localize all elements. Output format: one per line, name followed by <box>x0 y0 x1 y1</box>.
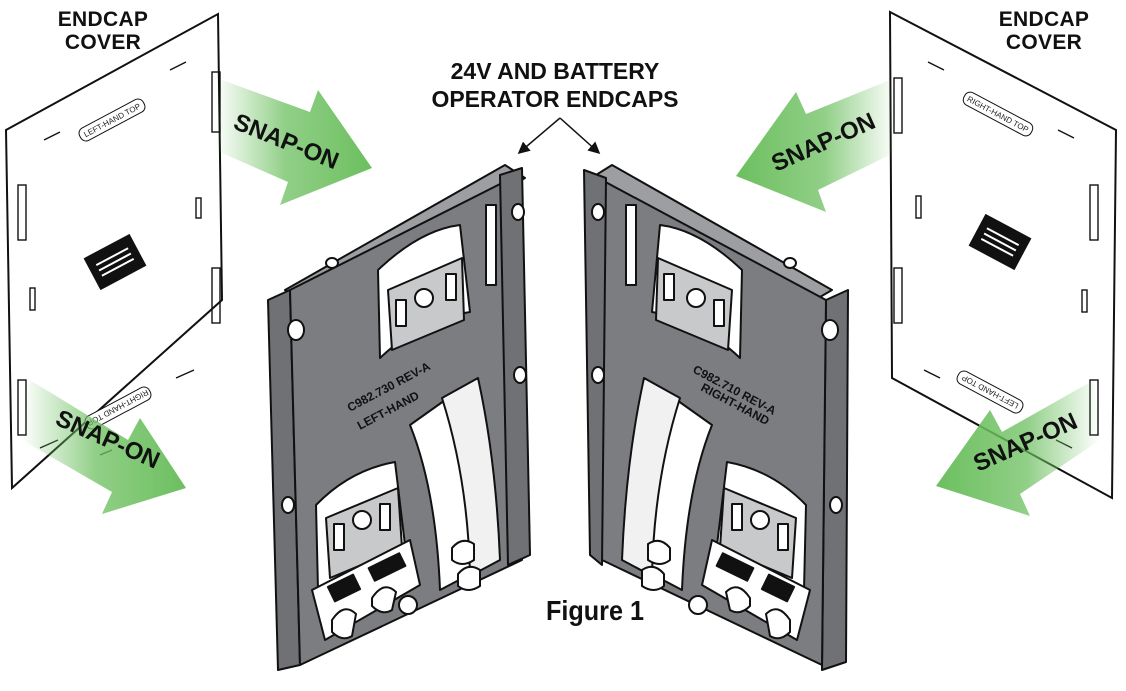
left-hand-endcap: C982.730 REV-A LEFT-HAND <box>267 164 531 671</box>
title-line-2: OPERATOR ENDCAPS <box>431 85 679 112</box>
title-pointers <box>517 117 601 155</box>
left-cover-label-line-1: ENDCAP <box>57 8 149 31</box>
right-endcap-cover-label: ENDCAP COVER <box>988 8 1100 54</box>
snap-on-arrow-top-left: SNAP-ON <box>215 80 372 205</box>
right-cover-label-line-1: ENDCAP <box>998 8 1090 31</box>
left-endcap-cover-label: ENDCAP COVER <box>48 8 158 54</box>
right-cover-label-plate <box>968 213 1032 271</box>
figure-caption: Figure 1 <box>545 595 645 626</box>
snap-on-arrow-top-right: SNAP-ON <box>736 80 896 212</box>
title-line-1: 24V AND BATTERY <box>450 58 660 84</box>
right-cover-label-line-2: COVER <box>1005 31 1083 55</box>
left-cover-label-line-2: COVER <box>64 31 142 55</box>
left-cover-label-plate <box>83 233 147 291</box>
right-endcap-cover: RIGHT-HAND TOP LEFT-HAND TOP <box>888 10 1118 500</box>
right-hand-endcap: C982.710 REV-A RIGHT-HAND <box>583 164 849 671</box>
diagram-title: 24V AND BATTERY OPERATOR ENDCAPS <box>400 58 710 113</box>
